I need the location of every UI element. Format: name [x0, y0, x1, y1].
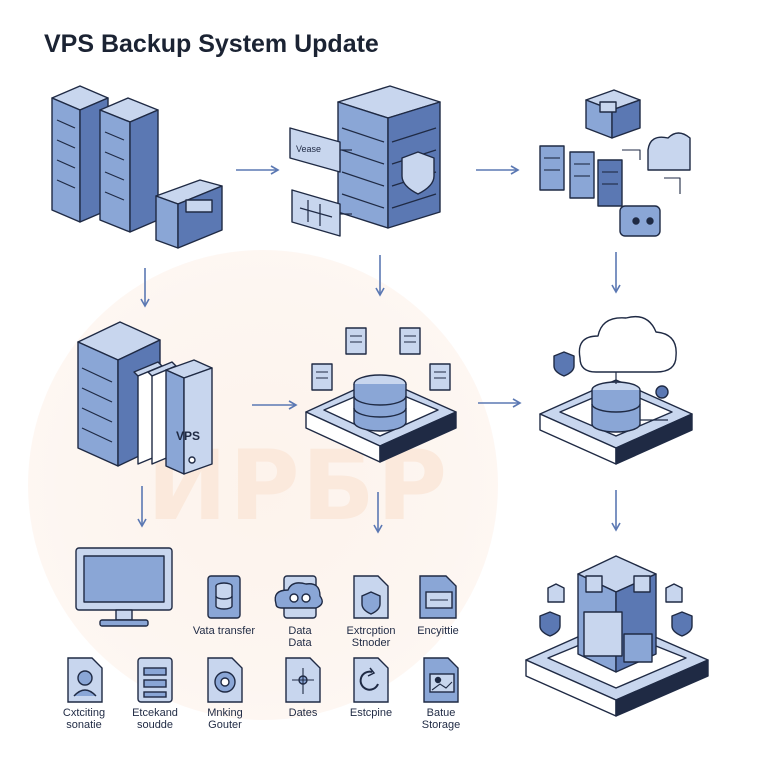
data-cloud-icon [274, 575, 323, 619]
panel-label: Vease [296, 144, 321, 154]
flow-arrows [137, 165, 621, 534]
encrypted-file-icon [353, 575, 389, 619]
server-with-shield-icon [289, 85, 441, 237]
servers-and-cloud-icon [539, 89, 691, 237]
vps-label: VPS [176, 429, 200, 443]
cloud-database-icon [539, 315, 693, 465]
database-file-icon [207, 575, 241, 619]
legend-label-estcpine: Estcpine [349, 707, 393, 719]
encryption-file-icon [419, 575, 457, 619]
database-platform-icon [305, 327, 457, 463]
page-title: VPS Backup System Update [44, 30, 379, 58]
gear-file-icon [207, 657, 243, 703]
legend-label-dates: Dates [288, 707, 318, 719]
server-rack-icon [51, 85, 223, 249]
refresh-file-icon [353, 657, 389, 703]
layers-file-icon [137, 657, 173, 703]
legend-label-data-transfer: Vata transfer [192, 625, 256, 637]
legend-label-encryption: Encyittie [417, 625, 459, 637]
vps-server-icon [77, 321, 213, 475]
encrypted-cube-icon [525, 555, 709, 717]
user-file-icon [67, 657, 103, 703]
network-file-icon [285, 657, 321, 703]
image-file-icon [423, 657, 459, 703]
monitor-icon [75, 547, 173, 627]
